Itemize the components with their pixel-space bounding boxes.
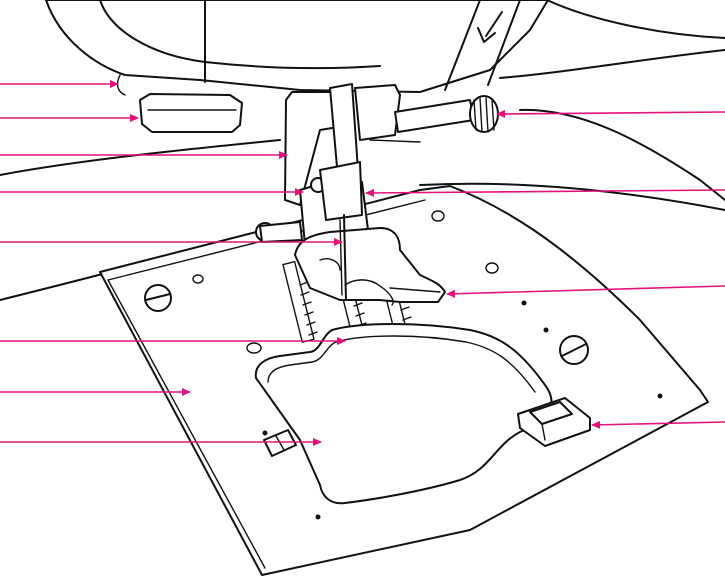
needle-assembly — [319, 83, 421, 301]
threader-bar — [394, 95, 499, 133]
feed-dog-slider — [263, 429, 297, 457]
callout-leaders — [0, 80, 725, 446]
thread-cutter — [139, 93, 243, 133]
direction-arrow-icon — [477, 11, 503, 43]
slotted-screw-icon — [144, 284, 589, 365]
callout-leader-11 — [446, 285, 725, 298]
callout-leader-10 — [365, 188, 725, 197]
latch-button-icon — [517, 397, 591, 447]
callout-leader-12 — [591, 420, 725, 429]
callout-leader-9 — [496, 109, 725, 118]
bobbin-cover — [254, 323, 553, 505]
machine-head — [45, 0, 725, 96]
